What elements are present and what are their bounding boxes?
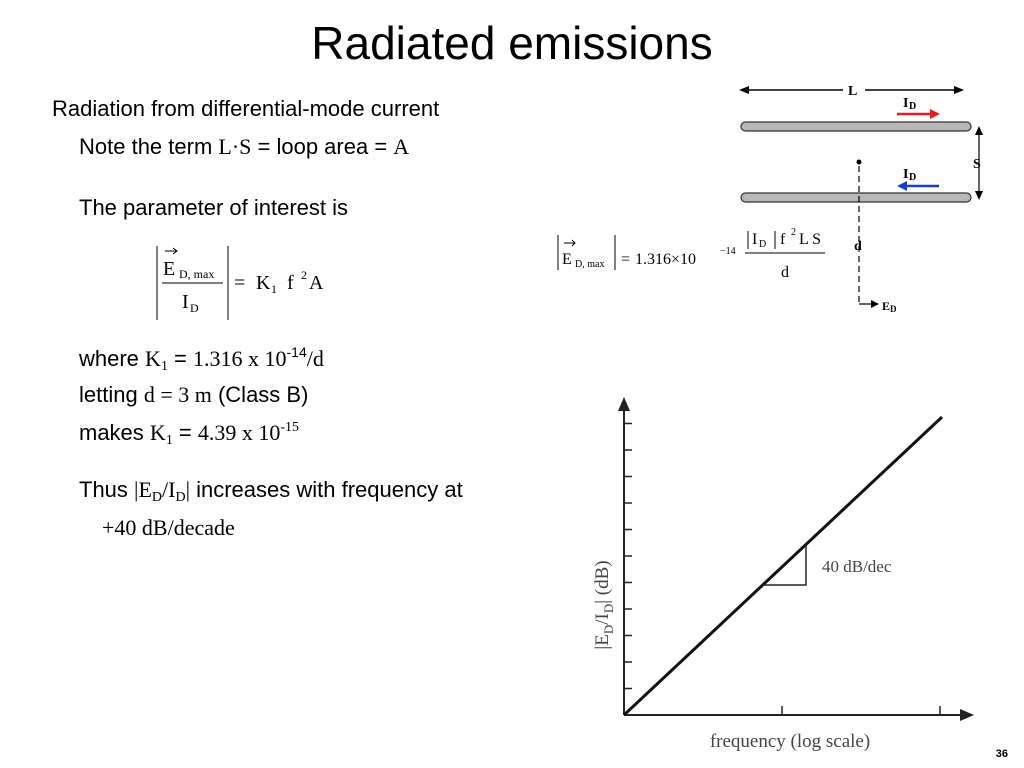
thus-rate: +40 dB/decade	[102, 515, 235, 540]
label-L: L	[848, 84, 857, 99]
makes-K: K	[149, 420, 166, 445]
makes-label: makes	[79, 420, 150, 445]
ylabel-sub2: D	[601, 604, 616, 613]
label-S: S	[973, 157, 981, 172]
where-K-sub: 1	[160, 359, 168, 374]
eq-right-I: I	[752, 231, 757, 248]
letting-line: letting d = 3 m (Class B)	[79, 381, 308, 409]
frequency-chart: |ED/ID| (dB) frequency (log scale) 40 dB…	[592, 397, 974, 752]
where-value: 1.316 x 10	[193, 346, 287, 371]
eq-main-E: E	[163, 258, 175, 280]
equation-main: E D, max I D = K 1 f 2 A	[156, 246, 324, 320]
eq-right-exp: −14	[720, 246, 736, 257]
letting-label: letting	[79, 382, 144, 407]
where-line: where K1 = 1.316 x 10-14/d	[79, 344, 324, 374]
top-conductor	[740, 121, 972, 132]
series-line	[622, 415, 944, 717]
thus-E-sub: D	[151, 490, 163, 505]
note-A: A	[393, 134, 410, 159]
x-axis-label: frequency (log scale)	[710, 731, 870, 752]
observation-point	[856, 159, 862, 165]
slope-annotation: 40 dB/dec	[822, 557, 892, 576]
label-ID-top: I	[903, 96, 908, 111]
letting-value: d = 3 m	[143, 382, 212, 407]
param-text: The parameter of interest is	[79, 195, 349, 220]
page-number: 36	[995, 748, 1008, 760]
eq-right-E-sub: D, max	[575, 259, 604, 270]
eq-right-den: d	[781, 264, 789, 281]
label-ED-sub: D	[890, 304, 897, 314]
equation-right: E D, max = 1.316×10 −14 I D f 2 L S d	[557, 227, 825, 281]
note-eq2: =	[368, 134, 394, 159]
thus-bar2: |	[185, 477, 190, 502]
eq-main-K: K	[256, 272, 271, 294]
makes-value: 4.39 x 10	[197, 420, 281, 445]
thus-line: Thus |ED/ID| increases with frequency at	[79, 476, 463, 505]
eq-right-I-sub: D	[759, 239, 766, 250]
note-prefix: Note the term	[79, 134, 219, 159]
note-line: Note the term L·S = loop area = A	[79, 133, 409, 161]
eq-main-I-sub: D	[190, 301, 199, 315]
makes-line: makes K1 = 4.39 x 10-15	[79, 419, 300, 448]
x-axis-arrow	[960, 709, 974, 721]
ylabel-pre: |E	[592, 634, 613, 649]
label-ED: E	[882, 299, 890, 313]
where-eq: =	[167, 346, 194, 371]
thus-bar1: |	[134, 477, 139, 502]
thus-label: Thus	[79, 477, 135, 502]
thus-tail: increases with frequency at	[190, 477, 463, 502]
where-tail: /d	[306, 346, 324, 371]
thus-slash: /	[162, 477, 169, 502]
eq-right-coef: 1.316×10	[635, 251, 696, 268]
where-K: K	[145, 346, 161, 371]
y-axis-label: |ED/ID| (dB)	[592, 560, 616, 649]
eq-main-equals: =	[234, 272, 245, 294]
eq-main-E-sub: D, max	[179, 267, 214, 281]
bottom-conductor	[740, 192, 972, 203]
makes-K-sub: 1	[165, 433, 173, 448]
note-eq1: =	[251, 134, 277, 159]
thus-I: I	[168, 477, 176, 502]
eq-right-f-exp: 2	[791, 227, 796, 238]
eq-main-A: A	[309, 272, 324, 294]
eq-right-LS: L S	[799, 231, 821, 248]
eq-main-exp: 2	[301, 268, 307, 282]
eq-main-f: f	[287, 272, 294, 294]
eq-right-f: f	[780, 231, 786, 248]
label-ID-bottom-sub: D	[909, 172, 916, 183]
ylabel-sub1: D	[601, 625, 616, 634]
thus-I-sub: D	[175, 490, 186, 505]
loop-diagram: L I D S I D d E D	[739, 81, 983, 314]
eq-main-K-sub: 1	[271, 282, 277, 296]
where-exp: -14	[286, 344, 307, 360]
heading-radiation: Radiation from differential-mode current	[52, 96, 440, 121]
y-axis-arrow	[618, 397, 630, 411]
where-label: where	[79, 346, 146, 371]
eq-right-E: E	[562, 251, 572, 268]
makes-exp: -15	[280, 420, 300, 435]
thus-E: E	[138, 477, 152, 502]
makes-eq: =	[172, 420, 198, 445]
letting-tail: (Class B)	[211, 382, 309, 407]
label-d: d	[854, 239, 862, 254]
ylabel-post: | (dB)	[592, 560, 613, 603]
label-ID-bottom: I	[903, 167, 908, 182]
note-term: L·S	[218, 134, 252, 159]
label-ID-top-sub: D	[909, 101, 916, 112]
slope-triangle	[762, 543, 807, 586]
eq-right-equals: =	[621, 251, 630, 268]
slide-title: Radiated emissions	[311, 17, 713, 69]
note-loop-area: loop area	[276, 134, 369, 159]
ylabel-mid: /I	[592, 613, 613, 625]
eq-main-I: I	[182, 291, 189, 313]
